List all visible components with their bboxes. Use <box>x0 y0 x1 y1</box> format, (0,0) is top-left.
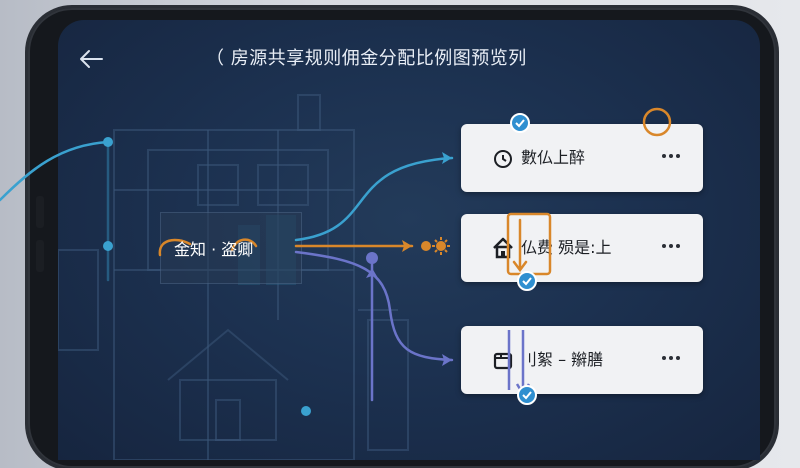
more-dot <box>676 154 680 158</box>
source-node-label: 金知 · 盗卿 <box>174 240 254 259</box>
tablet-side-button <box>36 196 44 228</box>
back-button[interactable] <box>76 44 106 74</box>
more-dot <box>669 154 673 158</box>
card-label: 仏费 殒是:上 <box>521 238 612 257</box>
more-dot <box>669 356 673 360</box>
clock-icon <box>494 150 512 168</box>
more-options-button[interactable] <box>657 232 685 260</box>
more-dot <box>676 244 680 248</box>
box-icon <box>493 352 513 370</box>
more-options-button[interactable] <box>657 142 685 170</box>
more-dot <box>662 244 666 248</box>
card-label: 數仏上醉 <box>521 148 586 167</box>
back-arrow-icon <box>80 50 103 68</box>
page-title: （ 房源共享规则佣金分配比例图预览列 <box>206 48 527 69</box>
target-card[interactable]: 數仏上醉 <box>461 124 703 192</box>
house-icon <box>493 237 513 259</box>
more-dot <box>662 356 666 360</box>
more-dot <box>662 154 666 158</box>
target-card[interactable]: 仏费 殒是:上 <box>461 214 703 282</box>
more-dot <box>669 244 673 248</box>
more-dot <box>676 356 680 360</box>
card-label: 刂絮 – 辮膳 <box>521 350 604 369</box>
more-options-button[interactable] <box>657 344 685 372</box>
tablet-side-button <box>36 240 44 272</box>
target-card[interactable]: 刂絮 – 辮膳 <box>461 326 703 394</box>
